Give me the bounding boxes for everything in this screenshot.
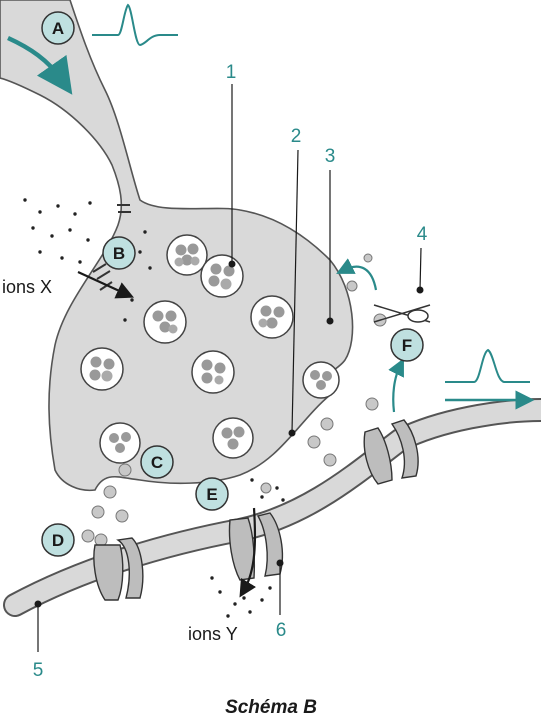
label-d: D	[41, 523, 75, 557]
label-6: 6	[276, 620, 287, 641]
label-b: B	[102, 236, 136, 270]
label-5: 5	[33, 660, 44, 681]
label-a: A	[41, 11, 75, 45]
receptor-d	[93, 537, 144, 601]
ions-y-label: ions Y	[188, 624, 238, 644]
ions-x-label: ions X	[2, 277, 52, 297]
ions-y-arrow	[239, 507, 257, 598]
svg-text:B: B	[113, 244, 125, 263]
reuptake-arrow	[336, 258, 378, 291]
label-4: 4	[417, 224, 428, 245]
label-1: 1	[226, 62, 237, 83]
neurotransmitters	[81, 253, 387, 547]
label-f: F	[390, 328, 424, 362]
diagram-caption: Schéma B	[225, 697, 317, 718]
action-potential-a	[92, 3, 178, 47]
incoming-arrow	[7, 35, 73, 95]
label-3: 3	[325, 146, 336, 167]
receptor-f	[363, 419, 419, 485]
label-c: C	[140, 445, 174, 479]
f-arrow	[388, 358, 404, 413]
svg-text:C: C	[151, 453, 163, 472]
ions-y-dots	[210, 478, 285, 618]
action-potential-post	[445, 348, 530, 383]
svg-text:F: F	[402, 336, 412, 355]
label-e: E	[195, 477, 229, 511]
svg-text:D: D	[52, 531, 64, 550]
synaptic-vesicles	[80, 234, 340, 464]
svg-text:A: A	[52, 19, 64, 38]
scissors-icon	[373, 304, 431, 323]
svg-text:E: E	[206, 485, 217, 504]
label-2: 2	[291, 126, 302, 147]
ions-x-arrow	[77, 271, 134, 299]
ions-x-dots	[23, 198, 152, 322]
